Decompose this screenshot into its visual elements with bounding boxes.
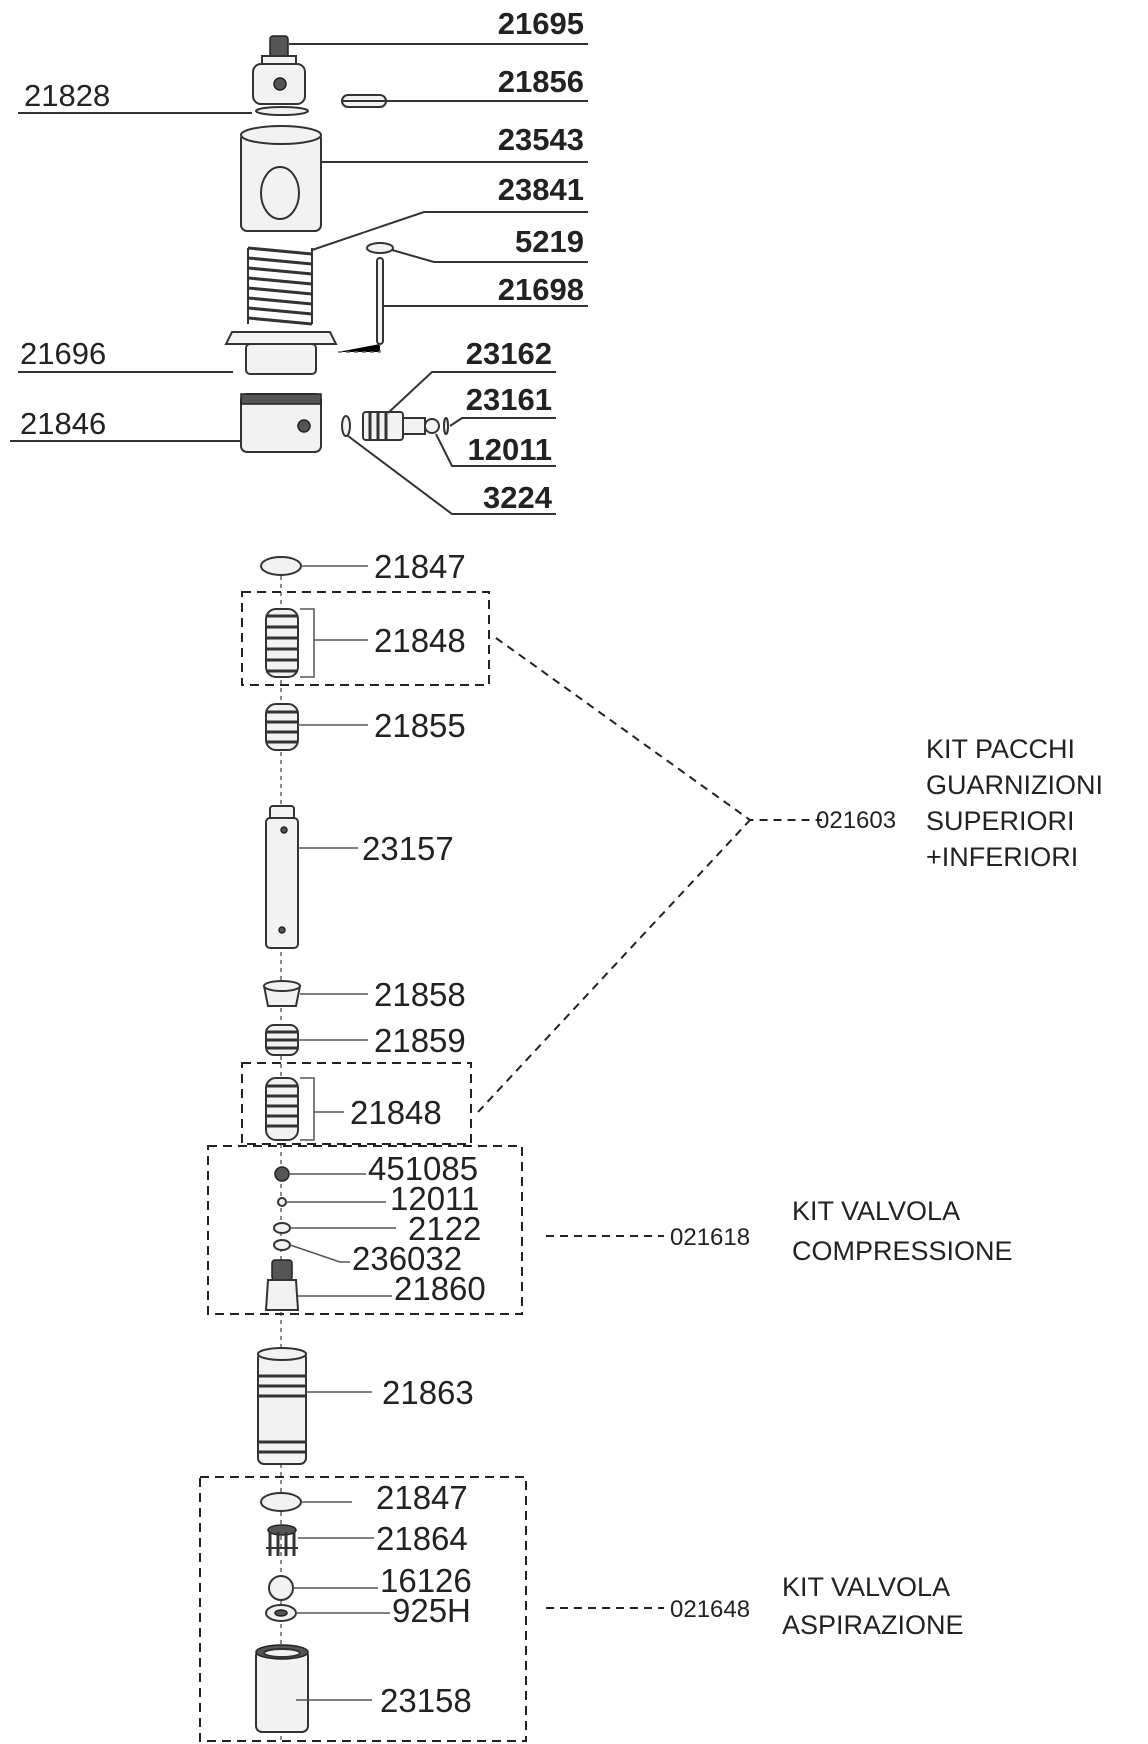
label-925H: 925H	[392, 1592, 471, 1629]
label-21855: 21855	[374, 707, 466, 744]
kit-groupings	[199, 591, 822, 1742]
label-21864: 21864	[376, 1520, 468, 1557]
kit-code-021603: 021603	[816, 807, 896, 834]
label-16126: 16126	[380, 1562, 472, 1599]
label-21848-upper: 21848	[374, 622, 466, 659]
label-3224: 3224	[483, 480, 553, 515]
kit-box-upper-packing	[241, 591, 490, 686]
label-21856: 21856	[498, 64, 584, 99]
label-21696: 21696	[20, 336, 106, 371]
label-23841: 23841	[498, 172, 584, 207]
kit-box-lower-packing	[241, 1062, 472, 1145]
part-21848-upper-drawing	[265, 608, 315, 678]
label-21859: 21859	[374, 1022, 466, 1059]
upper-leaders	[10, 43, 588, 515]
label-21828: 21828	[24, 78, 110, 113]
part-21848-lower-drawing	[265, 1077, 315, 1141]
label-5219: 5219	[515, 224, 584, 259]
kit-code-021648: 021648	[670, 1596, 750, 1623]
part-21855-drawing	[265, 703, 299, 751]
kit-name-021603-line2: GUARNIZIONI	[926, 770, 1103, 800]
kit-code-021618: 021618	[670, 1224, 750, 1251]
kit-name-021603-line3: SUPERIORI	[926, 806, 1075, 836]
part-23543-drawing	[240, 125, 322, 232]
label-21847-lower: 21847	[376, 1479, 468, 1516]
label-451085: 451085	[368, 1150, 478, 1187]
upper-labels: 21695 21856 21828 23543 23841 5219 21698…	[20, 6, 584, 515]
label-21848-lower: 21848	[350, 1094, 442, 1131]
label-23157: 23157	[362, 830, 454, 867]
lower-labels: 21847 21848 21855 23157 21858 21859 2184…	[350, 548, 486, 1719]
lower-leaders	[286, 565, 396, 1701]
part-5219-drawing	[366, 242, 394, 254]
kit-labels: 021603 KIT PACCHI GUARNIZIONI SUPERIORI …	[670, 734, 1103, 1640]
kit-name-021618-line1: KIT VALVOLA	[792, 1196, 960, 1226]
kit-name-021618-line2: COMPRESSIONE	[792, 1236, 1013, 1266]
clamp-block-drawing	[252, 63, 306, 105]
kit-name-021648-line2: ASPIRAZIONE	[782, 1610, 964, 1640]
lower-assembly	[255, 556, 315, 1740]
part-21863-drawing	[257, 1347, 307, 1465]
label-21858: 21858	[374, 976, 466, 1013]
part-21858-drawing	[262, 980, 302, 1007]
part-21864-drawing	[266, 1524, 298, 1556]
label-21846: 21846	[20, 406, 106, 441]
part-21859-drawing	[265, 1024, 299, 1056]
label-23162: 23162	[466, 336, 552, 371]
part-21846-drawing	[240, 393, 322, 453]
part-23161-drawing	[443, 417, 449, 435]
part-12011-upper-drawing	[424, 418, 440, 434]
label-23161: 23161	[466, 382, 552, 417]
label-21847-upper: 21847	[374, 548, 466, 585]
part-23841-drawing	[247, 246, 313, 326]
label-23158: 23158	[380, 1682, 472, 1719]
label-12011-lower: 12011	[390, 1180, 479, 1217]
label-12011-upper: 12011	[468, 432, 553, 467]
kit-name-021648-line1: KIT VALVOLA	[782, 1572, 950, 1602]
label-236032: 236032	[352, 1240, 462, 1277]
part-21696-drawing	[224, 331, 338, 375]
part-23158-drawing	[255, 1644, 309, 1733]
part-21828-drawing	[255, 106, 309, 116]
kit-name-021603-line4: +INFERIORI	[926, 842, 1078, 872]
part-23162-drawing	[362, 411, 426, 441]
label-21863: 21863	[382, 1374, 474, 1411]
kit-name-021603-line1: KIT PACCHI	[926, 734, 1075, 764]
part-21695-drawing	[261, 35, 297, 67]
label-2122: 2122	[408, 1210, 481, 1247]
part-21698-drawing	[376, 257, 384, 345]
part-21860-drawing	[264, 1259, 300, 1311]
label-21860: 21860	[394, 1270, 486, 1307]
part-23157-drawing	[265, 805, 299, 949]
part-3224-drawing	[341, 415, 351, 437]
label-23543: 23543	[498, 122, 584, 157]
kit-box-aspiration	[199, 1476, 527, 1742]
upper-assembly	[224, 35, 449, 453]
label-21698: 21698	[498, 272, 584, 307]
label-21695: 21695	[498, 6, 584, 41]
kit-box-compression	[207, 1145, 523, 1315]
